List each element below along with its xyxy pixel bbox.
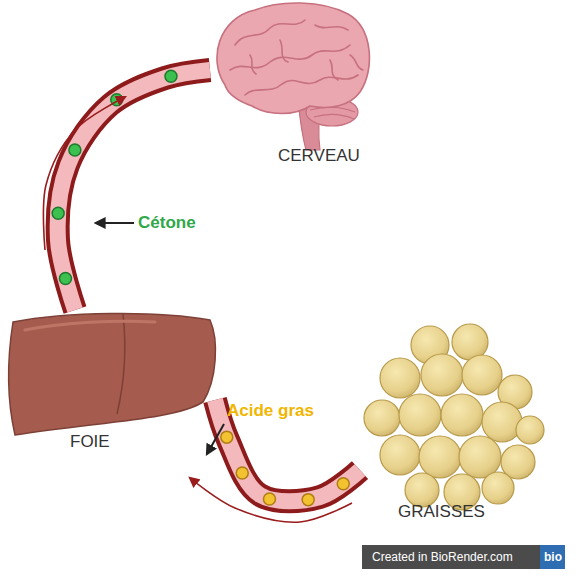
molecule-dot	[59, 272, 71, 284]
blood-vessel	[190, 400, 360, 522]
watermark-logo: bio	[540, 545, 565, 569]
molecule-dot	[337, 478, 349, 490]
vessel-wall	[58, 70, 210, 310]
watermark: Created in BioRender.com	[362, 545, 540, 569]
organ-label: GRAISSES	[398, 502, 518, 522]
molecule-label: Cétone	[138, 213, 268, 233]
organ-illustration	[210, 0, 375, 170]
organ-illustration	[5, 310, 215, 438]
molecule-label: Acide gras	[227, 401, 357, 421]
vessel-lumen	[215, 400, 360, 501]
vessel-wall	[215, 400, 360, 501]
fat-node: GRAISSES	[360, 320, 545, 525]
blood-vessel	[43, 70, 210, 310]
liver-node: FOIE	[5, 310, 215, 438]
molecule-dot	[302, 494, 314, 506]
molecule-dot	[69, 144, 81, 156]
organ-illustration	[360, 320, 545, 525]
molecule-dot	[236, 467, 248, 479]
leader-arrow	[96, 222, 134, 224]
molecule-dot	[52, 207, 64, 219]
leader-arrow	[207, 424, 224, 454]
molecule-dot	[263, 493, 275, 505]
brain-node: CERVEAU	[210, 0, 375, 170]
molecule-dot	[165, 70, 177, 82]
flow-arrow	[190, 478, 352, 522]
organ-label: CERVEAU	[278, 146, 398, 166]
flow-arrow	[43, 97, 125, 250]
molecule-dot	[221, 431, 233, 443]
vessel-lumen	[58, 70, 210, 310]
organ-label: FOIE	[70, 432, 190, 452]
